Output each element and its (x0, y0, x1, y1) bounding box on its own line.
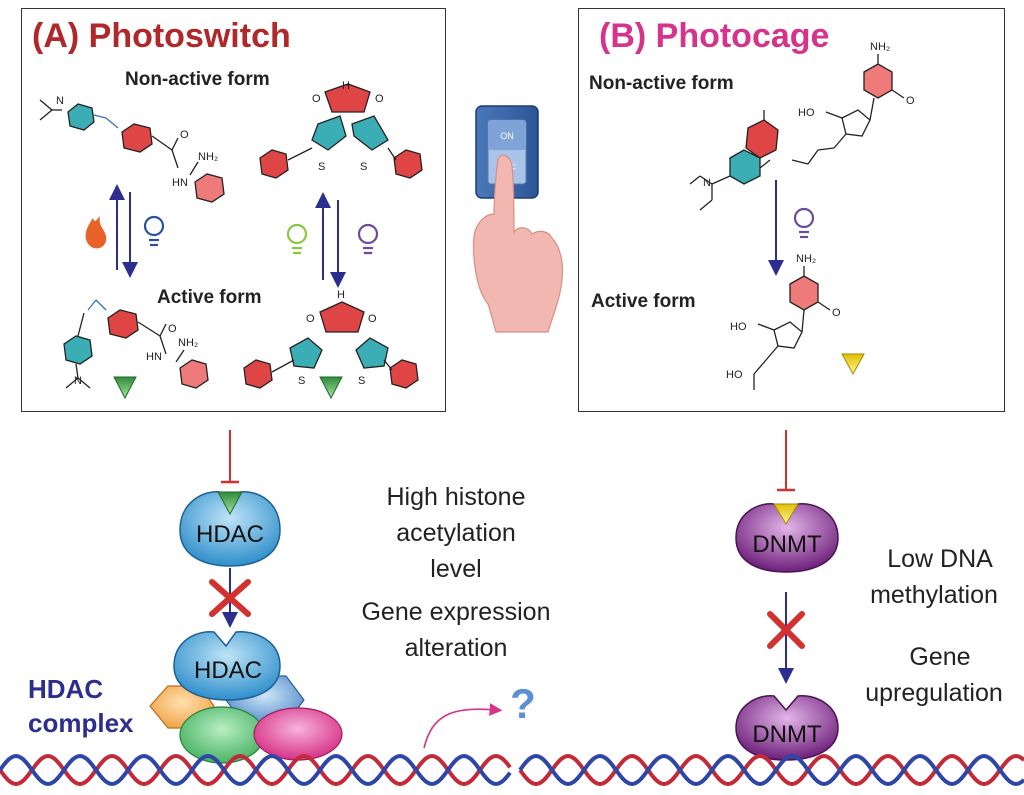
atom-ho-b2: HO (730, 321, 747, 333)
atom-nh2-b: NH₂ (870, 41, 890, 53)
lightbulb-icon-purple-b (793, 207, 815, 239)
photocage-active-label: Active form (591, 291, 696, 312)
dna-strand-blue (0, 753, 512, 787)
lightbulb-icon-purple (357, 223, 379, 255)
hdac-label: HDAC (196, 521, 264, 548)
lightbulb-icon-blue (143, 215, 165, 247)
histone-text-line-2: acetylation (396, 519, 516, 547)
atom-n-dimethyl: N (56, 95, 64, 107)
atom-s-left-2: S (298, 375, 305, 387)
atom-h-imide-2: H (337, 289, 345, 301)
dnmt-lower-label: DNMT (752, 721, 822, 748)
atom-ho-b: HO (798, 107, 815, 119)
atom-h-imide: H (342, 80, 350, 92)
hdac-enzyme: HDAC (179, 491, 281, 567)
atom-o-amide-2: O (168, 323, 177, 335)
histone-text-line-5: alteration (404, 634, 508, 662)
atom-s-right: S (360, 161, 367, 173)
atom-n-dimethyl-2: N (74, 375, 82, 387)
atom-nh2-2: NH₂ (178, 337, 198, 349)
dnmt-enzyme-on-dna: DNMT (735, 695, 839, 761)
inhibitor-wedge-green-1 (113, 376, 137, 400)
dna-strand-blue (518, 753, 1024, 787)
hdac-complex-label-line-2: complex (28, 708, 134, 738)
atom-o-right: O (375, 93, 384, 105)
photocage-panel: (B) Photocage Non-active form Active for… (578, 8, 1005, 412)
histone-text-line-3: level (430, 555, 482, 583)
photoswitch-active-label: Active form (157, 287, 262, 308)
azacytidine-molecule (753, 266, 831, 390)
azobenzene-trans-molecule (39, 99, 225, 203)
block-cross-icon-dnmt (767, 611, 805, 649)
atom-s-left: S (318, 161, 325, 173)
dithienylethene-open-molecule (259, 83, 423, 179)
hand-pointer-icon (472, 154, 564, 333)
atom-hooc-b2: HO (726, 369, 743, 381)
atom-o-amide: O (180, 129, 189, 141)
atom-hn-amide-2: HN (146, 351, 162, 363)
atom-nh2-b2: NH₂ (796, 253, 816, 265)
atom-n-diethyl: N (703, 177, 711, 189)
flame-icon (85, 216, 107, 249)
photoswitch-title: (A) Photoswitch (32, 17, 291, 55)
histone-text-line-1: High histone (386, 483, 526, 511)
atom-nh2: NH₂ (198, 151, 218, 163)
dna-helix-right (518, 753, 1024, 787)
atom-o-b: O (906, 95, 915, 107)
photoswitch-non-active-label: Non-active form (125, 69, 270, 90)
inhibitor-wedge-yellow (841, 353, 865, 376)
question-mark: ? (510, 680, 536, 727)
dnmt-text-line-2: methylation (870, 581, 998, 609)
atom-o-b2: O (832, 307, 841, 319)
dnmt-text-line-1: Low DNA (887, 545, 993, 573)
inhibitor-wedge-green-2 (319, 376, 343, 400)
hdac-complex-enzyme-label: HDAC (194, 657, 262, 684)
atom-o-left-2: O (306, 313, 315, 325)
atom-s-right-2: S (358, 375, 365, 387)
dithienylethene-closed-molecule (243, 301, 419, 389)
atom-o-left: O (312, 93, 321, 105)
photoswitch-panel: (A) Photoswitch Non-active form Active f… (21, 8, 446, 412)
photocage-title: (B) Photocage (599, 17, 830, 55)
dna-helix-left (0, 753, 512, 787)
dna-strand-red (518, 753, 1024, 787)
block-cross-icon (209, 579, 251, 617)
photocage-non-active-label: Non-active form (589, 73, 734, 94)
dnmt-label: DNMT (752, 531, 822, 558)
lightbulb-icon-green (286, 223, 308, 255)
histone-text-line-4: Gene expression (361, 598, 551, 626)
atom-o-right-2: O (368, 313, 377, 325)
dnmt-enzyme: DNMT (735, 503, 839, 573)
dnmt-text-line-3: Gene (909, 643, 971, 671)
dnmt-text-line-4: upregulation (865, 679, 1003, 707)
azobenzene-cis-molecule (63, 299, 209, 389)
atom-hn-amide: HN (172, 177, 188, 189)
coumarin-caged-azacytidine-molecule (689, 54, 905, 211)
hdac-complex: HDAC (149, 631, 343, 764)
hdac-complex-label-line-1: HDAC (28, 674, 104, 704)
unknown-effect-arrow (423, 703, 503, 749)
switch-on-label: ON (500, 131, 514, 141)
